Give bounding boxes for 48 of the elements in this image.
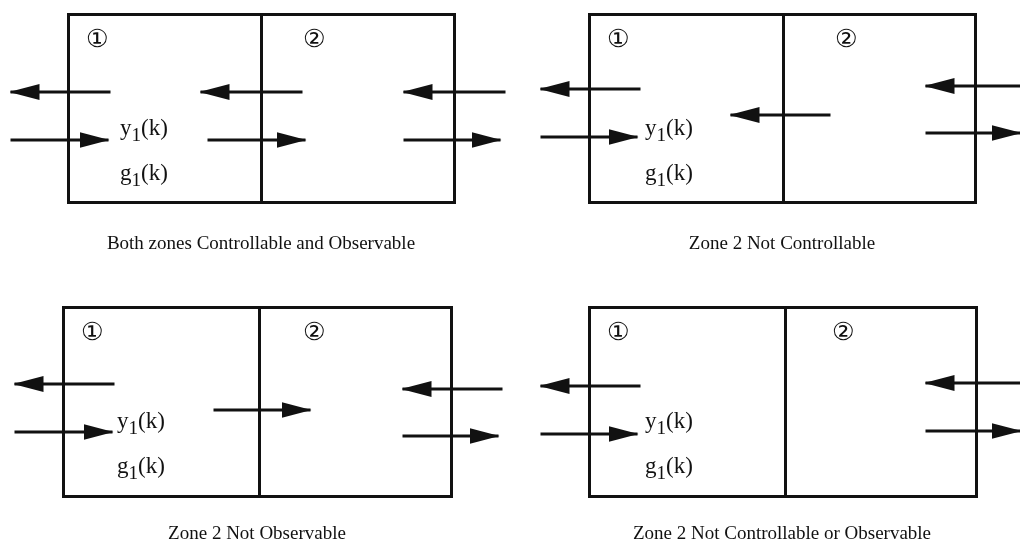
arrow <box>199 84 303 100</box>
variable-label: g$_{1}$(k) <box>120 161 168 189</box>
arrow <box>925 125 1020 141</box>
arrow <box>924 78 1020 94</box>
zone-number: ② <box>303 319 326 344</box>
arrow <box>401 381 503 397</box>
zone-box <box>588 306 787 498</box>
arrow <box>213 402 312 418</box>
zone-number: ① <box>81 319 104 344</box>
variable-label: y$_{1}$(k) <box>645 409 693 437</box>
arrow <box>403 132 502 148</box>
variable-label: y$_{1}$(k) <box>645 116 693 144</box>
arrow <box>539 378 641 394</box>
panel-caption: Zone 2 Not Controllable <box>688 232 876 254</box>
zone-number: ② <box>303 26 326 51</box>
variable-label: y$_{1}$(k) <box>117 409 165 437</box>
arrow <box>925 423 1020 439</box>
arrow <box>402 84 506 100</box>
arrow <box>924 375 1020 391</box>
arrow <box>540 129 639 145</box>
zone-box <box>588 13 785 204</box>
variable-label: g$_{1}$(k) <box>645 161 693 189</box>
panel-caption: Zone 2 Not Observable <box>168 522 346 544</box>
arrow <box>729 107 831 123</box>
panel-caption: Both zones Controllable and Observable <box>106 232 416 254</box>
zone-box <box>260 13 456 204</box>
arrow <box>540 426 639 442</box>
zone-number: ① <box>607 26 630 51</box>
arrow <box>10 132 110 148</box>
arrow <box>14 424 114 440</box>
arrow <box>9 84 111 100</box>
zone-box <box>62 306 261 498</box>
arrow <box>207 132 307 148</box>
zone-box <box>67 13 263 204</box>
arrow <box>402 428 500 444</box>
arrow <box>539 81 641 97</box>
variable-label: g$_{1}$(k) <box>645 454 693 482</box>
zone-number: ① <box>607 319 630 344</box>
arrow <box>13 376 115 392</box>
zone-box <box>784 306 978 498</box>
zone-number: ① <box>86 26 109 51</box>
variable-label: y$_{1}$(k) <box>120 116 168 144</box>
panel-caption: Zone 2 Not Controllable or Observable <box>632 522 932 544</box>
zone-box <box>782 13 977 204</box>
zone-number: ② <box>835 26 858 51</box>
zone-number: ② <box>832 319 855 344</box>
zone-box <box>258 306 453 498</box>
variable-label: g$_{1}$(k) <box>117 454 165 482</box>
